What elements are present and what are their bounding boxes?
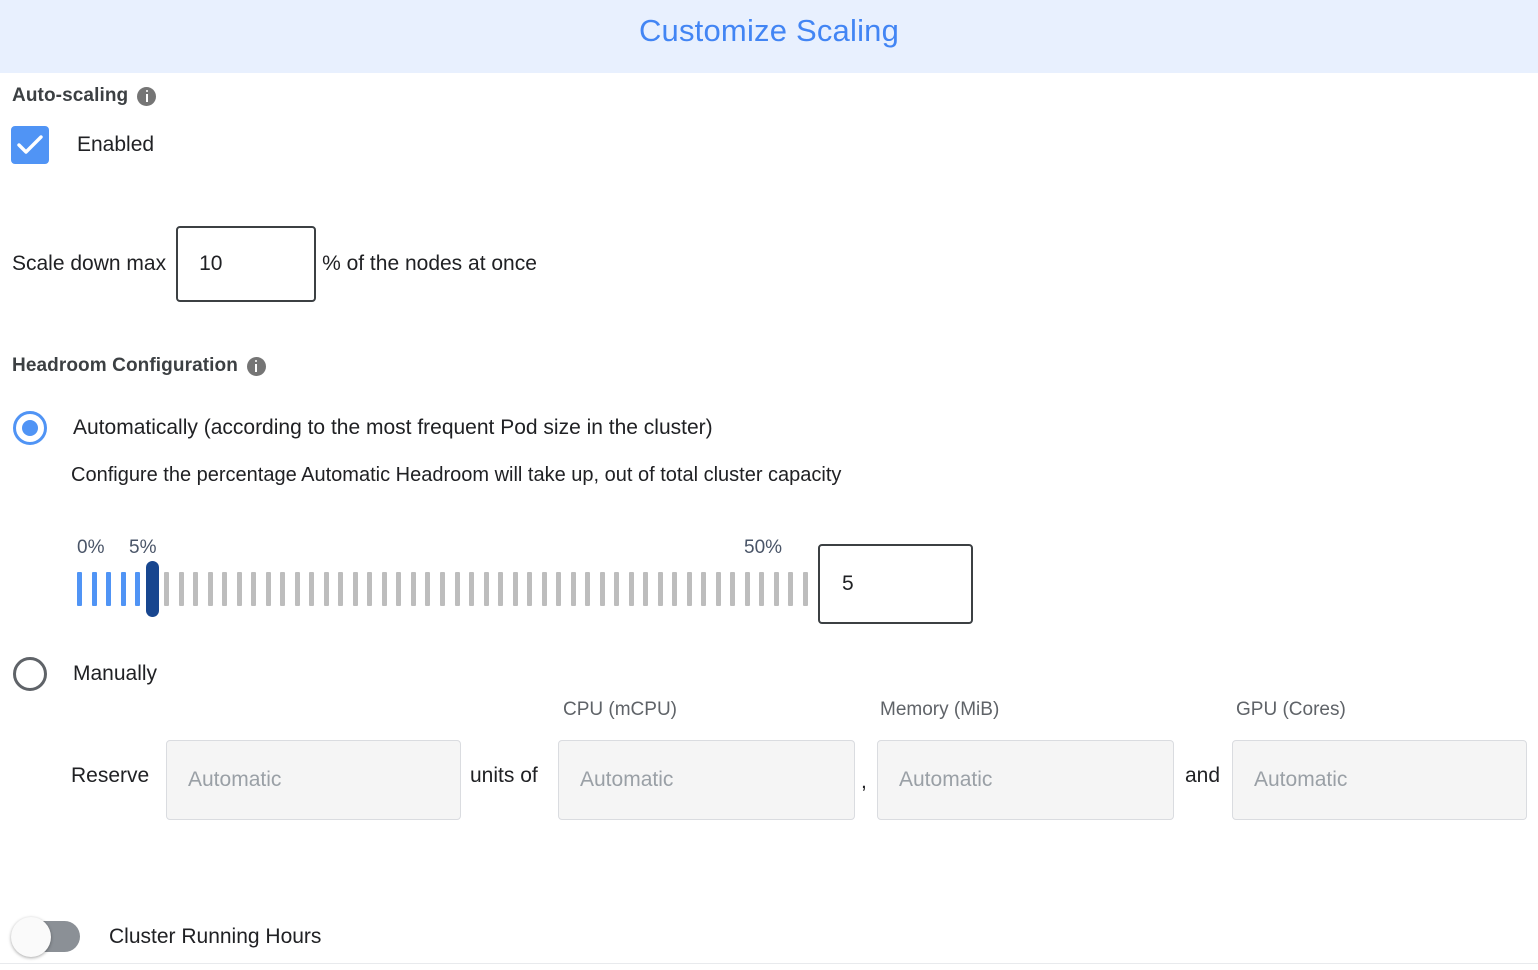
- reserve-gpu-input[interactable]: Automatic: [1232, 740, 1527, 820]
- slider-tick[interactable]: [599, 572, 605, 606]
- headroom-option-automatically[interactable]: Automatically (according to the most fre…: [13, 411, 713, 445]
- slider-tick[interactable]: [251, 572, 257, 606]
- scale-down-max-input[interactable]: 10: [176, 226, 317, 302]
- slider-tick[interactable]: [498, 572, 504, 606]
- cluster-running-hours-label: Cluster Running Hours: [109, 924, 322, 948]
- enabled-label: Enabled: [77, 133, 155, 156]
- slider-tick[interactable]: [77, 572, 82, 606]
- comma-separator: ,: [861, 770, 867, 793]
- units-of-label: units of: [470, 764, 538, 787]
- slider-tick[interactable]: [686, 572, 692, 606]
- slider-tick[interactable]: [91, 572, 97, 606]
- column-header-memory: Memory (MiB): [880, 699, 1000, 720]
- info-icon[interactable]: [246, 356, 266, 376]
- reserve-units-input[interactable]: Automatic: [166, 740, 461, 820]
- slider-tick[interactable]: [425, 572, 431, 606]
- slider-tick[interactable]: [294, 572, 300, 606]
- headroom-percentage-input[interactable]: 5: [818, 544, 973, 624]
- slider-tick[interactable]: [236, 572, 242, 606]
- headroom-section-label: Headroom Configuration: [12, 355, 266, 377]
- slider-tick[interactable]: [773, 572, 779, 606]
- slider-tick[interactable]: [323, 572, 329, 606]
- slider-track[interactable]: [77, 561, 808, 617]
- cluster-running-hours-row[interactable]: Cluster Running Hours: [11, 917, 322, 957]
- slider-tick[interactable]: [672, 572, 678, 606]
- headroom-label-text: Headroom Configuration: [12, 355, 238, 376]
- info-icon[interactable]: [137, 86, 157, 106]
- slider-current-label: 5%: [129, 537, 157, 558]
- page-title: Customize Scaling: [638, 13, 900, 48]
- slider-tick[interactable]: [193, 572, 199, 606]
- radio-manually[interactable]: [13, 657, 47, 691]
- slider-tick[interactable]: [570, 572, 576, 606]
- slider-tick[interactable]: [367, 572, 373, 606]
- radio-manually-label: Manually: [73, 662, 158, 685]
- slider-tick[interactable]: [396, 572, 402, 606]
- slider-tick[interactable]: [178, 572, 184, 606]
- slider-tick[interactable]: [730, 572, 736, 606]
- slider-tick[interactable]: [207, 572, 213, 606]
- slider-tick[interactable]: [265, 572, 271, 606]
- cluster-running-hours-toggle[interactable]: [11, 917, 80, 957]
- autoscaling-section-label: Auto-scaling: [12, 85, 157, 107]
- slider-tick[interactable]: [106, 572, 112, 606]
- slider-tick[interactable]: [135, 572, 141, 606]
- reserve-label: Reserve: [71, 764, 150, 787]
- autoscaling-label-text: Auto-scaling: [12, 85, 129, 106]
- slider-tick[interactable]: [338, 572, 344, 606]
- scale-down-max-row: Scale down max 10 % of the nodes at once: [12, 226, 537, 302]
- and-separator: and: [1185, 764, 1221, 787]
- slider-tick[interactable]: [788, 572, 794, 606]
- slider-min-label: 0%: [77, 537, 105, 558]
- scale-down-max-label: Scale down max: [12, 252, 167, 275]
- reserve-row: Reserve Automatic units of Automatic , A…: [0, 740, 1538, 820]
- slider-tick[interactable]: [744, 572, 750, 606]
- slider-tick[interactable]: [701, 572, 707, 606]
- slider-max-label: 50%: [744, 537, 783, 558]
- slider-tick[interactable]: [469, 572, 475, 606]
- panel-header: Customize Scaling: [0, 0, 1538, 73]
- autoscaling-enabled-row[interactable]: Enabled: [11, 126, 154, 164]
- slider-tick[interactable]: [280, 572, 286, 606]
- reserve-cpu-input[interactable]: Automatic: [558, 740, 855, 820]
- slider-tick[interactable]: [541, 572, 547, 606]
- radio-automatically[interactable]: [13, 411, 47, 445]
- slider-tick[interactable]: [120, 572, 126, 606]
- slider-tick[interactable]: [556, 572, 562, 606]
- slider-tick[interactable]: [715, 572, 721, 606]
- headroom-description: Configure the percentage Automatic Headr…: [71, 464, 842, 486]
- slider-tick[interactable]: [222, 572, 228, 606]
- slider-tick[interactable]: [352, 572, 358, 606]
- column-header-gpu: GPU (Cores): [1236, 699, 1346, 720]
- slider-tick[interactable]: [440, 572, 445, 606]
- enabled-checkbox[interactable]: [11, 126, 49, 164]
- slider-tick[interactable]: [527, 572, 533, 606]
- slider-tick[interactable]: [309, 572, 315, 606]
- radio-automatically-label: Automatically (according to the most fre…: [73, 416, 713, 439]
- slider-tick[interactable]: [410, 572, 416, 606]
- slider-tick[interactable]: [614, 572, 620, 606]
- slider-tick[interactable]: [803, 572, 808, 606]
- column-header-cpu: CPU (mCPU): [563, 699, 677, 720]
- slider-tick[interactable]: [657, 572, 663, 606]
- toggle-knob: [11, 917, 51, 957]
- slider-tick[interactable]: [164, 572, 170, 606]
- slider-tick-labels: 0% 5% 50%: [0, 530, 1538, 560]
- bottom-divider: [0, 963, 1538, 964]
- scale-down-max-suffix: % of the nodes at once: [322, 252, 537, 275]
- headroom-slider[interactable]: 0% 5% 50%: [0, 530, 1538, 635]
- check-icon: [17, 135, 43, 154]
- slider-tick[interactable]: [512, 572, 518, 606]
- slider-tick[interactable]: [628, 572, 634, 606]
- slider-tick[interactable]: [381, 572, 387, 606]
- slider-thumb[interactable]: [145, 561, 159, 617]
- slider-tick[interactable]: [759, 572, 765, 606]
- slider-tick[interactable]: [483, 572, 489, 606]
- slider-tick[interactable]: [585, 572, 591, 606]
- reserve-memory-input[interactable]: Automatic: [877, 740, 1174, 820]
- slider-tick[interactable]: [454, 572, 460, 606]
- headroom-option-manually[interactable]: Manually: [13, 657, 157, 691]
- slider-tick[interactable]: [643, 572, 649, 606]
